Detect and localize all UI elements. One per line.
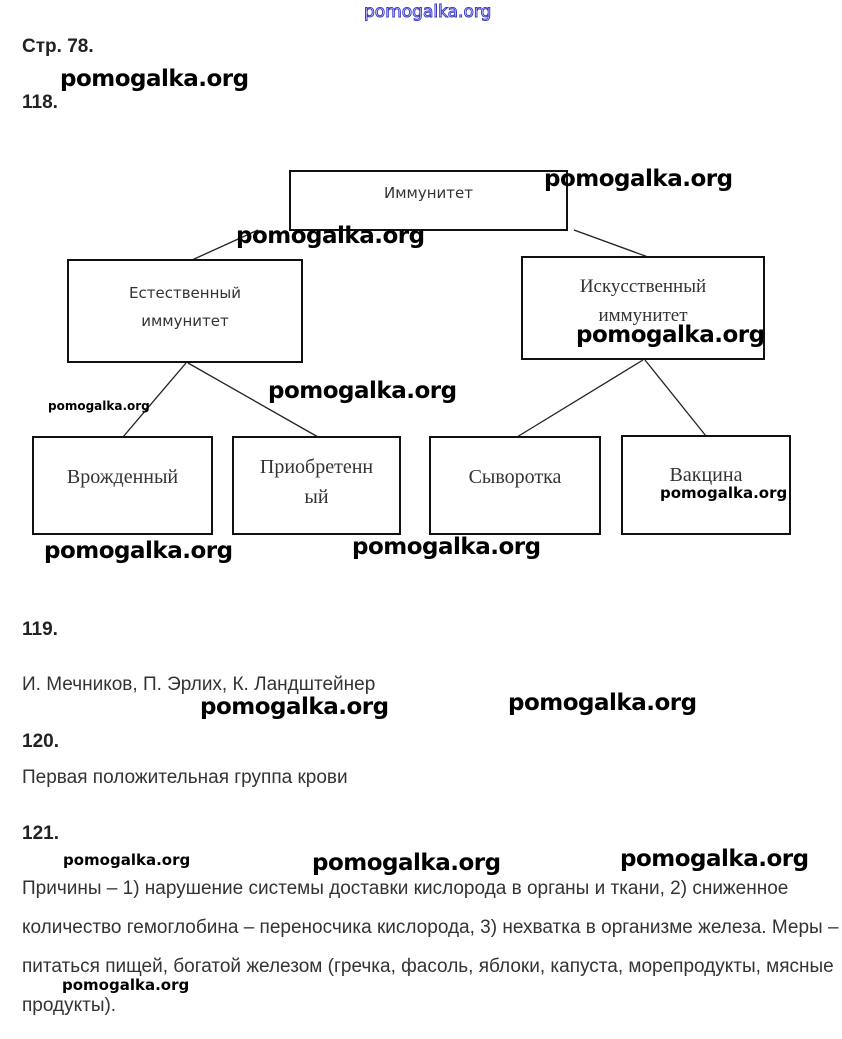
page-label: Стр. 78. — [22, 36, 94, 57]
node-label: Приобретенн — [259, 456, 374, 478]
watermark: pomogalka.org — [60, 66, 249, 92]
watermark: pomogalka.org — [544, 166, 733, 192]
connector-root-natural — [191, 229, 259, 261]
node-innate: Врожденный — [32, 436, 213, 535]
connector-artificial-serum — [516, 359, 644, 438]
task-121-number: 121. — [22, 823, 59, 844]
diagram-connectors — [122, 229, 707, 438]
task-120-number: 120. — [22, 731, 59, 752]
task-120-answer: Первая положительная группа крови — [22, 767, 348, 788]
watermark: pomogalka.org — [576, 322, 765, 348]
node-natural-immunity: Естественный иммунитет — [67, 259, 303, 363]
node-label: иммунитет — [141, 312, 229, 330]
watermark: pomogalka.org — [268, 378, 457, 404]
watermark: pomogalka.org — [620, 846, 809, 872]
node-artificial-immunity: Искусственный иммунитет — [521, 256, 765, 360]
connector-natural-innate — [122, 362, 187, 438]
connector-root-artificial — [573, 229, 649, 258]
watermark: pomogalka.org — [660, 484, 788, 502]
node-label: Естественный — [129, 284, 241, 302]
task-118-number: 118. — [22, 92, 58, 113]
node-label: Сыворотка — [468, 466, 562, 488]
watermark: pomogalka.org — [312, 850, 501, 876]
task-121-answer: Причины – 1) нарушение системы доставки … — [22, 878, 839, 1016]
node-acquired: Приобретенн ый — [232, 436, 401, 535]
watermark: pomogalka.org — [508, 690, 697, 716]
connector-artificial-vaccine — [644, 359, 707, 437]
task-119-answer: И. Мечников, П. Эрлих, К. Ландштейнер — [22, 674, 376, 695]
node-label: Иммунитет — [384, 184, 473, 202]
watermark: pomogalka.org — [352, 534, 541, 560]
watermark: pomogalka.org — [48, 399, 150, 413]
node-label: иммунитет — [598, 305, 688, 326]
node-vaccine: Вакцина — [621, 435, 791, 535]
node-immunity: Иммунитет — [289, 170, 568, 231]
watermark: pomogalka.org — [236, 223, 425, 249]
watermark: pomogalka.org — [44, 538, 233, 564]
node-label: ый — [304, 486, 329, 508]
task-119-number: 119. — [22, 619, 58, 640]
watermark: pomogalka.org — [62, 976, 190, 994]
node-serum: Сыворотка — [429, 436, 601, 535]
node-label: Вакцина — [669, 464, 743, 486]
node-label: Врожденный — [66, 466, 179, 488]
node-label: Искусственный — [579, 276, 707, 297]
top-watermark: pomogalka.org — [363, 2, 492, 23]
watermark: pomogalka.org — [63, 851, 191, 869]
watermark: pomogalka.org — [200, 694, 389, 720]
connector-natural-acquired — [187, 362, 319, 438]
